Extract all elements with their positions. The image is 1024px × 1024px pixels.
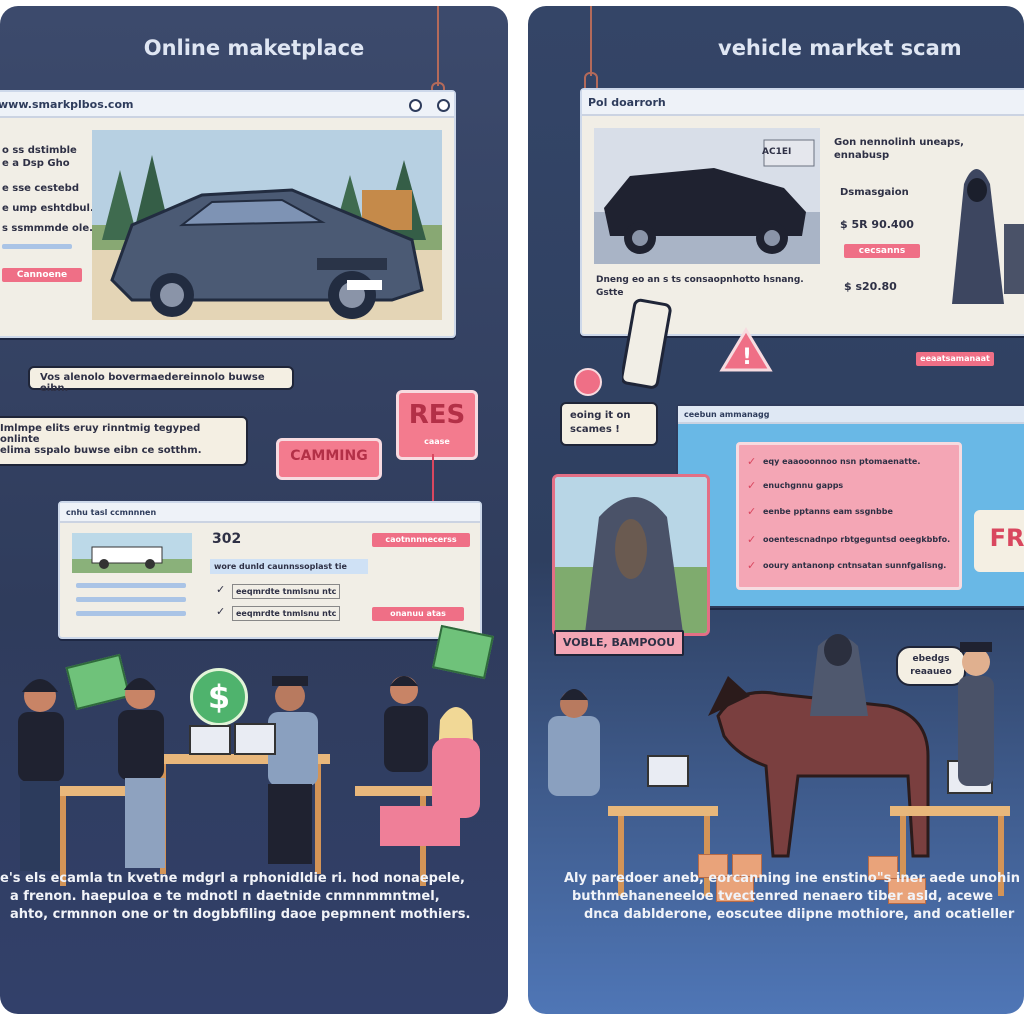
listing-text-5: s ssmmmde ole. [2,223,93,234]
check-icon: ✓ [747,533,757,546]
phone-icon [622,298,672,389]
vehicle-detail-2: ennabusp [834,150,890,161]
listing-year: 302 [212,531,242,547]
check-icon: ✓ [747,505,757,518]
listing-action-button[interactable]: caotnnnnecerss [372,533,470,547]
listing-address-bar[interactable]: cnhu tasl ccmnnnen [60,503,480,523]
right-caption-line-1: Aly paredoer aneb, eorcanning ine enstin… [564,871,1020,886]
vehicle-address-url: Pol doarrorh [588,96,666,109]
camming-sign: CAMMING [276,438,382,480]
people-at-tables-scene [18,676,480,886]
listing-text-2: e a Dsp Gho [2,158,70,169]
hanging-cord [590,6,592,76]
res-sign-text: RES [408,400,466,430]
parcel-box [698,854,728,878]
screen-address-bar[interactable]: ceebun ammanagg [678,406,1024,424]
listing-text-3: e sse cestebd [2,183,79,194]
check-item-1: eeqmrdte tnmlsnu ntc [232,584,341,599]
parcel-box [888,878,926,904]
right-panel-title: vehicle market scam [718,36,962,60]
black-car-photo [594,128,820,264]
text-placeholder-line [76,611,186,616]
screen-check-2: enuchgnnu gapps [763,481,844,490]
truck-photo [72,533,192,573]
vehicle-price: $ 5R 90.400 [840,218,914,231]
check-icon: ✓ [747,479,757,492]
listing-caption-2: Gstte [596,288,624,298]
listing-caption: Dneng eo an s ts consaopnhotto hsnang. [596,275,804,285]
check-item-2: eeqmrdte tnmlsnu ntc [232,606,341,621]
vehicle-detail-label: Dsmasgaion [840,187,909,198]
alert-dot-icon [574,368,602,396]
hanging-cord [437,6,439,86]
marketplace-window: www.smarkplbos.com o ss dstimble e a Dsp… [0,90,456,338]
right-caption-line-2: buthmehaneneeloe tvectenred nenaero tibe… [572,889,994,904]
check-icon-1: ✓ [216,583,226,596]
vehicle-listing-window: Pol doarrorh AC1EI Gon nennolinh uneaps,… [580,88,1024,336]
left-panel: Online maketplace www.smarkplbos.com o s… [0,6,508,1014]
screen-check-1: eqy eaaooonnoo nsn ptomaenatte. [763,457,921,466]
comment-bubble-mid: Imlmpe elits eruy rinntmig tegyped onlin… [0,416,248,466]
screen-check-4: ooentescnadnpo rbtgeguntsd oeegkbbfo. [763,535,951,544]
scam-checklist-card: ✓ eqy eaaooonnoo nsn ptomaenatte. ✓ enuc… [736,442,962,590]
check-icon-2: ✓ [216,605,226,618]
floating-action-button[interactable]: eeaatsamanaat [916,352,994,366]
comment-line-1: Imlmpe elits eruy rinntmig tegyped onlin… [0,423,201,445]
left-caption-line-2: a frenon. haepuloa e te mdnotl n daetnid… [10,889,440,904]
listing-secondary-button[interactable]: onanuu atas [372,607,464,621]
listing-text-1: o ss dstimble [2,145,77,156]
scam-question-bubble: eoing it on scames ! [560,402,658,446]
vehicle-detail-1: Gon nennolinh uneaps, [834,137,964,148]
comment-bubble-top: Vos alenolo bovermaedereinnolo buwse eib… [28,366,294,394]
listing-address-url: cnhu tasl ccmnnnen [66,508,157,517]
dollar-icon: $ [190,668,248,726]
parcel-box [732,854,762,878]
parcel-box [716,876,754,902]
window-control-icon[interactable] [409,99,422,112]
car-photo [92,130,442,320]
screen-check-3: eenbe pptanns eam ssgnbbe [763,507,893,516]
hooded-scammer-figure [952,169,1024,304]
vehicle-buy-button[interactable]: cecsanns [844,244,920,258]
check-icon: ✓ [747,455,757,468]
vehicle-address-bar[interactable]: Pol doarrorh [582,90,1024,116]
left-caption: e's els ecamla tn kvetne mdgrl a rphonid… [0,870,508,924]
listing-window: cnhu tasl ccmnnnen 302 wore dunld caunns… [58,501,482,639]
res-warning-sign: RES caase [396,390,478,460]
listing-subtitle: wore dunld caunnssoplast tie [210,559,368,574]
comment-line-2: elima sspalo buwse eibn ce sotthm. [0,445,202,456]
sign-post [432,454,434,510]
text-placeholder-line [76,597,186,602]
address-bar[interactable]: www.smarkplbos.com [0,92,454,118]
right-panel: vehicle market scam Pol doarrorh AC1EI G… [528,6,1024,1014]
poster-caption: VOBLE, BAMPOOU [554,630,684,656]
listing-contact-button[interactable]: Cannoene [2,268,82,282]
right-caption: Aly paredoer aneb, eorcanning ine enstin… [564,870,1024,924]
warning-triangle-icon: ! [719,327,773,372]
hooded-horse-poster [552,474,710,636]
text-placeholder-line [2,244,72,249]
screen-address-url: ceebun ammanagg [684,410,770,419]
res-sign-subtext: caase [424,437,450,446]
svg-text:!: ! [742,345,752,370]
hooded-horse-image [555,477,707,633]
address-url: www.smarkplbos.com [0,98,134,111]
laptop-screen: ceebun ammanagg ✓ eqy eaaooonnoo nsn pto… [676,404,1024,608]
screen-check-5: ooury antanonp cntnsatan sunnfgalisng. [763,561,947,570]
car-sign-text: AC1EI [762,147,792,157]
left-caption-line-3: ahto, crmnnon one or tn dogbbfiling daoe… [10,907,471,922]
check-icon: ✓ [747,559,757,572]
left-panel-title: Online maketplace [143,36,365,60]
right-caption-line-3: dnca dablderone, eoscutee diipne mothior… [584,907,1015,922]
listing-text-4: e ump eshtdbul. [2,203,94,214]
left-caption-line-1: e's els ecamla tn kvetne mdgrl a rphonid… [0,871,465,886]
parcel-box [868,856,898,880]
vehicle-price-alt: $ s20.80 [844,280,897,293]
fraud-sign: FR [974,510,1024,572]
text-placeholder-line [76,583,186,588]
window-close-icon[interactable] [437,99,450,112]
